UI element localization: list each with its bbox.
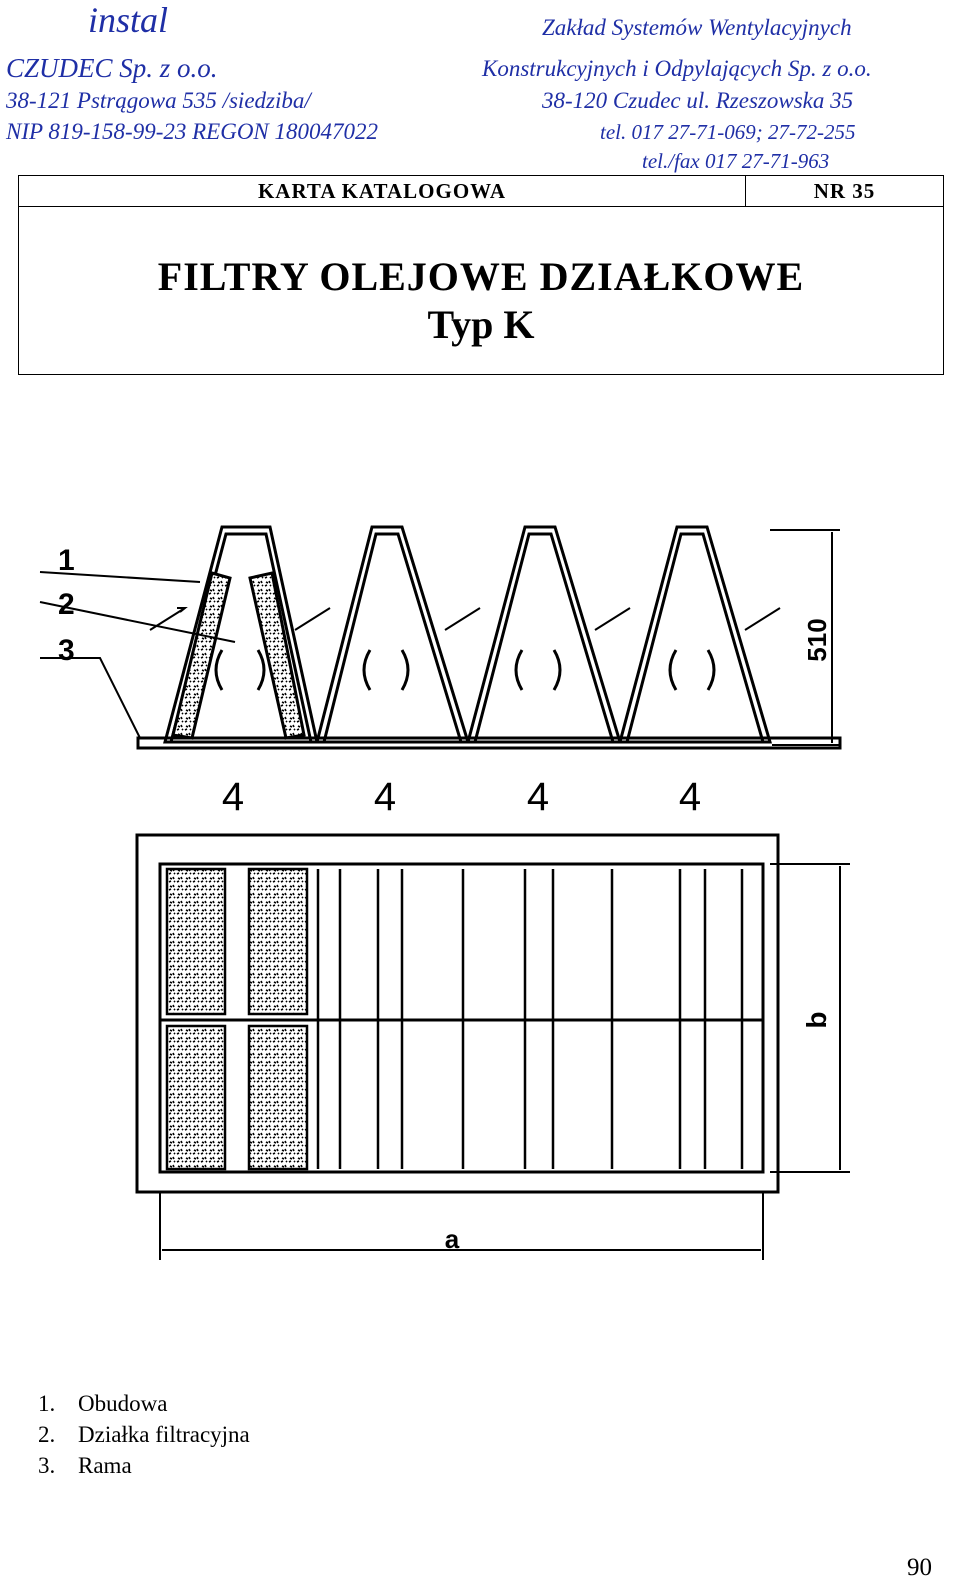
legend-item: 1. Obudowa xyxy=(38,1388,250,1419)
filter-cell-3 xyxy=(466,525,623,744)
legend-item: 2. Działka filtracyjna xyxy=(38,1419,250,1450)
page-number: 90 xyxy=(907,1554,932,1581)
callout-1: 1 xyxy=(58,544,75,577)
parts-legend: 1. Obudowa 2. Działka filtracyjna 3. Rama xyxy=(38,1388,250,1481)
technical-drawing: 1 2 3 510 4 4 4 4 xyxy=(39,525,850,1260)
filter-medium-right xyxy=(248,571,306,740)
legend-text: Działka filtracyjna xyxy=(78,1422,250,1447)
frame-outer xyxy=(135,833,780,1194)
legend-text: Rama xyxy=(78,1453,132,1478)
side-view xyxy=(39,525,842,750)
section-label-3: 4 xyxy=(527,775,549,819)
catalog-card-divider xyxy=(745,176,746,206)
base-plate xyxy=(136,736,842,750)
legend-number: 1. xyxy=(38,1391,56,1416)
callout-labels: 1 2 3 xyxy=(58,544,75,667)
filter-cell-4 xyxy=(618,525,773,744)
catalog-card-header-row xyxy=(19,176,943,207)
filter-cell-2 xyxy=(315,525,471,744)
legend-text: Obudowa xyxy=(78,1391,168,1416)
document-title: FILTRY OLEJOWE DZIAŁKOWE xyxy=(157,254,805,299)
section-label-1: 4 xyxy=(222,775,244,819)
plant-phone: tel. 017 27-71-069; 27-72-255 xyxy=(600,120,856,144)
document-subtitle: Typ K xyxy=(427,302,535,347)
callout-2: 2 xyxy=(58,588,75,621)
company-logo: instal xyxy=(88,0,169,40)
plant-address: 38-120 Czudec ul. Rzeszowska 35 xyxy=(542,88,854,113)
frame-inner xyxy=(158,862,765,1174)
plan-view xyxy=(135,833,850,1260)
filter-slots xyxy=(165,867,744,1171)
catalog-card-label: KARTA KATALOGOWA xyxy=(257,179,507,203)
filter-medium-left xyxy=(171,571,232,740)
plant-fax: tel./fax 017 27-71-963 xyxy=(642,149,830,173)
plant-name-line2: Konstrukcyjnych i Odpylających Sp. z o.o… xyxy=(482,56,872,81)
company-name: CZUDEC Sp. z o.o. xyxy=(6,53,218,83)
legend-number: 2. xyxy=(38,1422,56,1447)
callout-3: 3 xyxy=(58,634,75,667)
company-address: 38-121 Pstrągowa 535 /siedziba/ xyxy=(6,88,311,113)
plant-name-line1: Zakład Systemów Wentylacyjnych xyxy=(542,15,852,40)
legend-item: 3. Rama xyxy=(38,1450,250,1481)
dimension-a-label: a xyxy=(445,1224,460,1254)
height-dimension-label: 510 xyxy=(802,618,832,661)
catalog-card-box: KARTA KATALOGOWA NR 35 FILTRY OLEJOWE DZ… xyxy=(18,175,944,375)
section-label-4: 4 xyxy=(679,775,701,819)
legend-number: 3. xyxy=(38,1453,56,1478)
catalog-card-number: NR 35 xyxy=(813,179,876,203)
dimension-b-label: b xyxy=(801,1011,832,1028)
nip-regon: NIP 819-158-99-23 REGON 180047022 xyxy=(6,119,379,144)
section-label-2: 4 xyxy=(374,775,396,819)
